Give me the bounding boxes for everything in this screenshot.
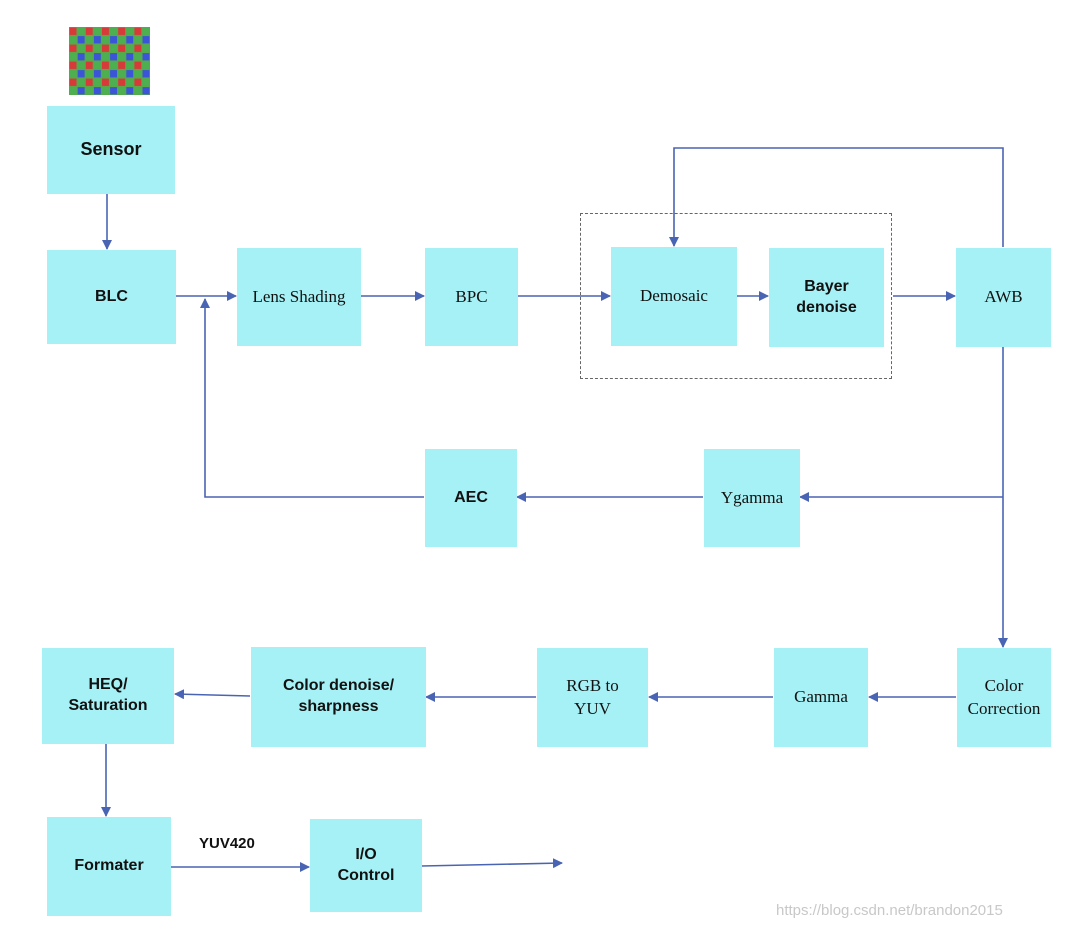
demosaic-group-dashed-box bbox=[580, 213, 892, 379]
bayer-pattern-image bbox=[69, 27, 150, 95]
node-sensor: Sensor bbox=[47, 106, 175, 194]
edge-awb-demosaic-feedback bbox=[669, 147, 1004, 247]
node-demosaic: Demosaic bbox=[611, 247, 737, 346]
edge-io-output bbox=[421, 858, 563, 869]
node-heq-saturation: HEQ/ Saturation bbox=[42, 648, 174, 744]
node-io-control: I/O Control bbox=[310, 819, 422, 912]
node-formater: Formater bbox=[47, 817, 171, 916]
node-ygamma: Ygamma bbox=[704, 449, 800, 547]
edge-label-yuv420: YUV420 bbox=[199, 835, 255, 852]
node-color-denoise-sharpness: Color denoise/ sharpness bbox=[251, 647, 426, 747]
watermark-text: https://blog.csdn.net/brandon2015 bbox=[776, 902, 1003, 919]
node-aec: AEC bbox=[425, 449, 517, 547]
node-lens-shading: Lens Shading bbox=[237, 248, 361, 346]
node-gamma: Gamma bbox=[774, 648, 868, 747]
node-color-correction: Color Correction bbox=[957, 648, 1051, 747]
node-rgb-to-yuv: RGB to YUV bbox=[537, 648, 648, 747]
node-awb: AWB bbox=[956, 248, 1051, 347]
node-bpc: BPC bbox=[425, 248, 518, 346]
node-blc: BLC bbox=[47, 250, 176, 344]
edge-aec-feedback bbox=[200, 298, 424, 498]
edge-colordenoise-heq bbox=[174, 689, 251, 700]
node-bayer-denoise: Bayer denoise bbox=[769, 248, 884, 347]
